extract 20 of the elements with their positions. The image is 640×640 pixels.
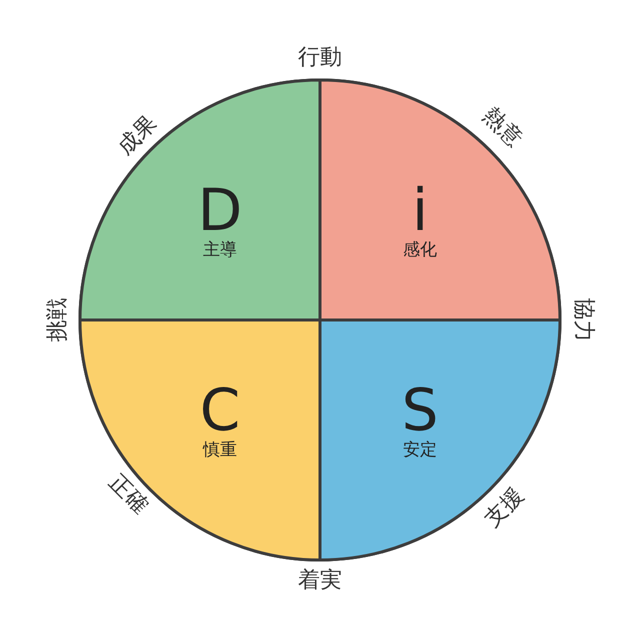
trait-label: 正確	[103, 470, 153, 520]
quadrant-subtitle: 安定	[403, 440, 437, 460]
trait-label: 挑戦	[45, 298, 71, 342]
quadrant-segment	[320, 320, 560, 560]
quadrant-segment	[80, 80, 320, 320]
quadrant-segment	[80, 320, 320, 560]
quadrant-subtitle: 感化	[403, 240, 437, 260]
trait-label: 成果	[113, 111, 163, 161]
trait-label: 協力	[570, 298, 596, 342]
trait-label: 着実	[298, 568, 342, 594]
quadrant-letter: C	[200, 380, 240, 440]
trait-label: 熱意	[477, 103, 527, 153]
quadrant-subtitle: 主導	[203, 240, 237, 260]
quadrant-letter: S	[402, 380, 438, 440]
quadrant-letter: i	[412, 180, 428, 240]
quadrant-subtitle: 慎重	[203, 440, 237, 460]
trait-label: 行動	[298, 45, 342, 71]
quadrant-segment	[320, 80, 560, 320]
trait-label: 支援	[480, 483, 530, 533]
quadrant-letter: D	[198, 180, 242, 240]
